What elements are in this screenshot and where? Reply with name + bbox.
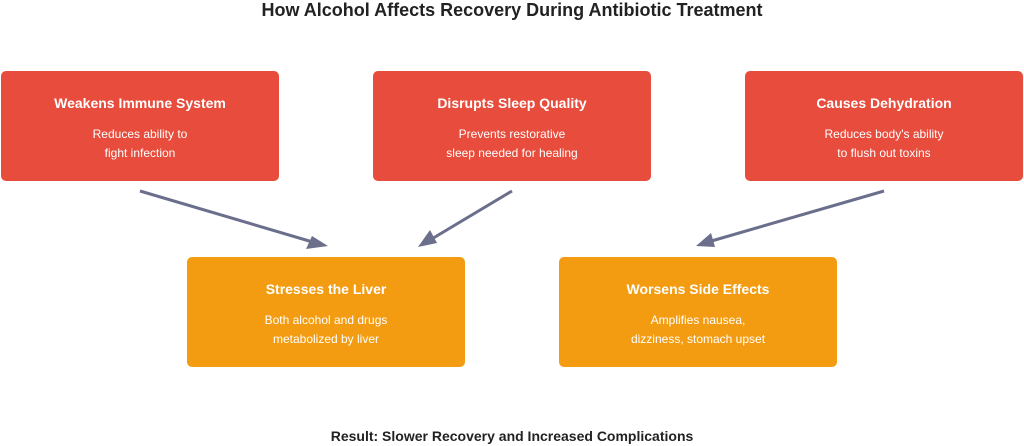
arrow-sleep-to-liver — [418, 189, 513, 247]
cause-desc-line: Prevents restorative — [458, 127, 566, 141]
cause-desc-line: to flush out toxins — [837, 146, 931, 160]
cause-box-dehydration: Causes Dehydration Reduces body's abilit… — [745, 71, 1023, 181]
cause-title: Weakens Immune System — [54, 95, 226, 111]
effect-desc-line: Both alcohol and drugs — [264, 313, 388, 327]
cause-box-sleep: Disrupts Sleep Quality Prevents restorat… — [373, 71, 651, 181]
arrow-dehydration-to-side-effects — [696, 189, 885, 247]
cause-desc-line: fight infection — [104, 146, 176, 160]
effect-desc-line: metabolized by liver — [272, 332, 380, 346]
effect-title: Worsens Side Effects — [626, 281, 770, 297]
effect-box-liver: Stresses the Liver Both alcohol and drug… — [187, 257, 465, 367]
diagram-title: How Alcohol Affects Recovery During Anti… — [261, 0, 763, 20]
cause-description: Reduces ability to fight infection — [1, 125, 279, 163]
cause-desc-line: Reduces body's ability — [824, 127, 944, 141]
effect-description: Both alcohol and drugs metabolized by li… — [187, 311, 465, 349]
effect-description: Amplifies nausea, dizziness, stomach ups… — [559, 311, 837, 349]
cause-desc-line: sleep needed for healing — [446, 146, 578, 160]
cause-title: Disrupts Sleep Quality — [437, 95, 587, 111]
cause-description: Reduces body's ability to flush out toxi… — [745, 125, 1023, 163]
effect-title: Stresses the Liver — [265, 281, 387, 297]
effect-desc-line: Amplifies nausea, — [650, 313, 746, 327]
effect-box-side-effects: Worsens Side Effects Amplifies nausea, d… — [559, 257, 837, 367]
arrow-immune-to-liver — [139, 189, 328, 249]
cause-description: Prevents restorative sleep needed for he… — [373, 125, 651, 163]
effect-desc-line: dizziness, stomach upset — [630, 332, 766, 346]
cause-box-immune: Weakens Immune System Reduces ability to… — [1, 71, 279, 181]
result-statement: Result: Slower Recovery and Increased Co… — [330, 428, 694, 444]
cause-desc-line: Reduces ability to — [92, 127, 188, 141]
cause-title: Causes Dehydration — [816, 95, 952, 111]
